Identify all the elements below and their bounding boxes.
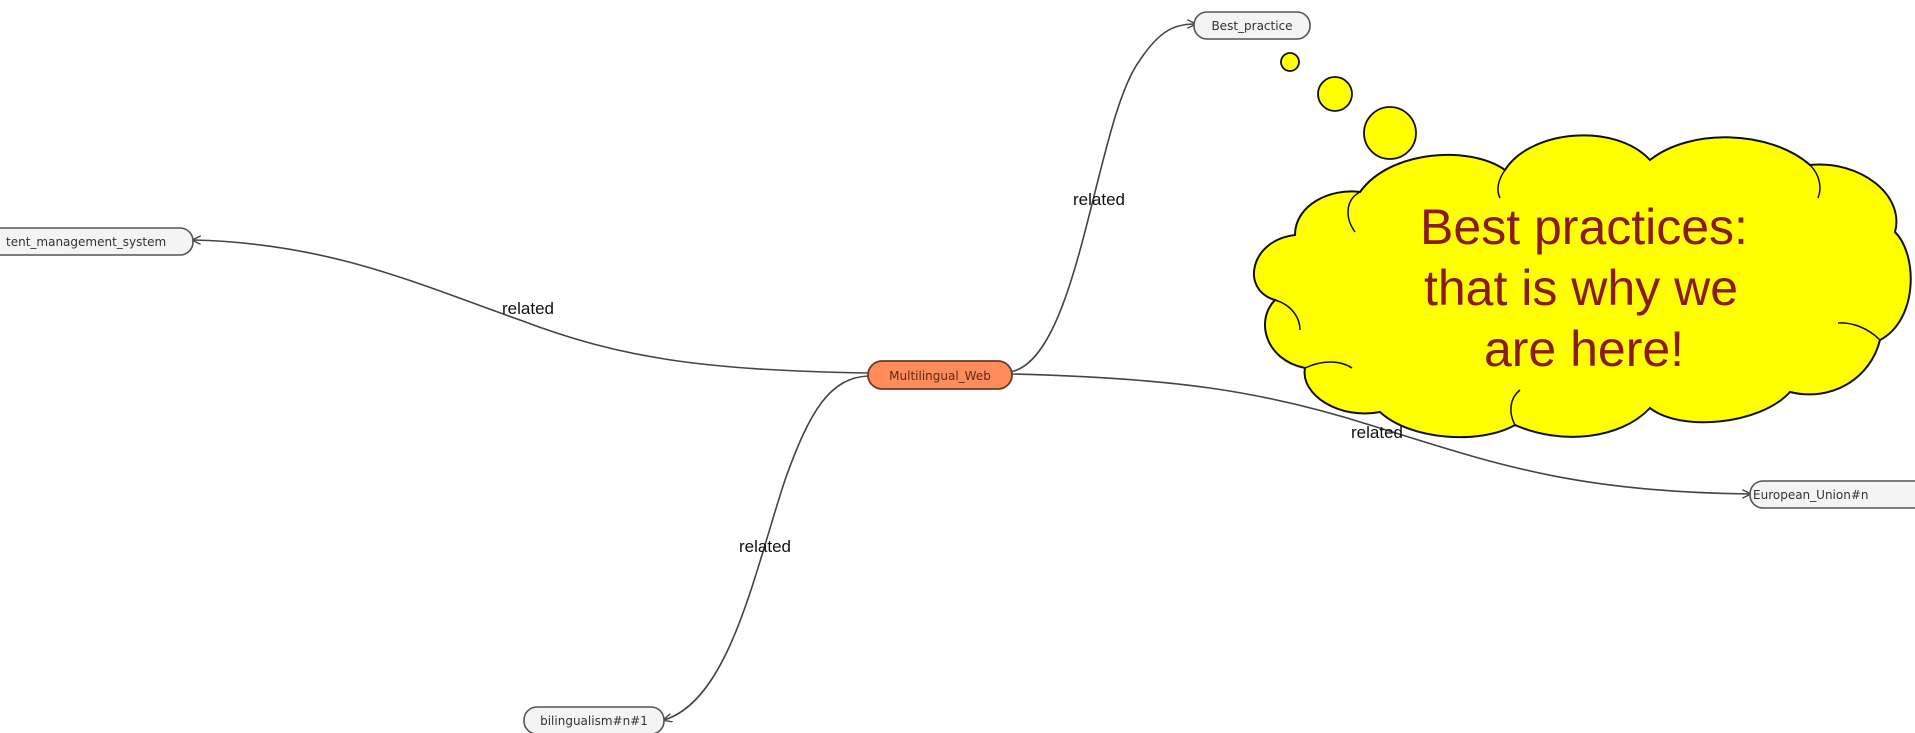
node-label-content-management: tent_management_system: [6, 235, 166, 249]
node-best-practice[interactable]: Best_practice: [1193, 11, 1311, 40]
edge-labels: related related related related: [502, 190, 1403, 556]
callout-line-2: that is why we: [1424, 260, 1738, 316]
edge-label-content-management: related: [502, 299, 554, 318]
thought-dot-small: [1280, 52, 1300, 72]
node-content-management[interactable]: tent_management_system: [0, 227, 194, 256]
cloud-shape: [1252, 134, 1912, 439]
edge-label-european-union: related: [1351, 423, 1403, 442]
node-bilingualism[interactable]: bilingualism#n#1: [523, 706, 665, 733]
edge-content-management[interactable]: [193, 240, 869, 374]
thought-dot-large: [1363, 106, 1417, 160]
edge-best-practice[interactable]: [1009, 24, 1195, 373]
node-label-european-union: European_Union#n: [1753, 488, 1869, 502]
thought-bubble: Best practices: that is why we are here!: [1252, 52, 1912, 439]
edges: [193, 24, 1750, 720]
node-multilingual-web[interactable]: Multilingual_Web: [867, 360, 1013, 390]
node-label-bilingualism: bilingualism#n#1: [540, 714, 648, 728]
node-label-best-practice: Best_practice: [1211, 19, 1292, 33]
edge-label-best-practice: related: [1073, 190, 1125, 209]
node-label-multilingual-web: Multilingual_Web: [889, 369, 991, 383]
node-european-union[interactable]: European_Union#n: [1749, 480, 1915, 509]
edge-label-bilingualism: related: [739, 537, 791, 556]
callout-line-1: Best practices:: [1420, 199, 1748, 255]
edge-european-union[interactable]: [1011, 373, 1750, 494]
thought-dot-medium: [1317, 76, 1353, 112]
edge-bilingualism[interactable]: [664, 375, 869, 720]
callout-line-3: are here!: [1484, 321, 1684, 377]
